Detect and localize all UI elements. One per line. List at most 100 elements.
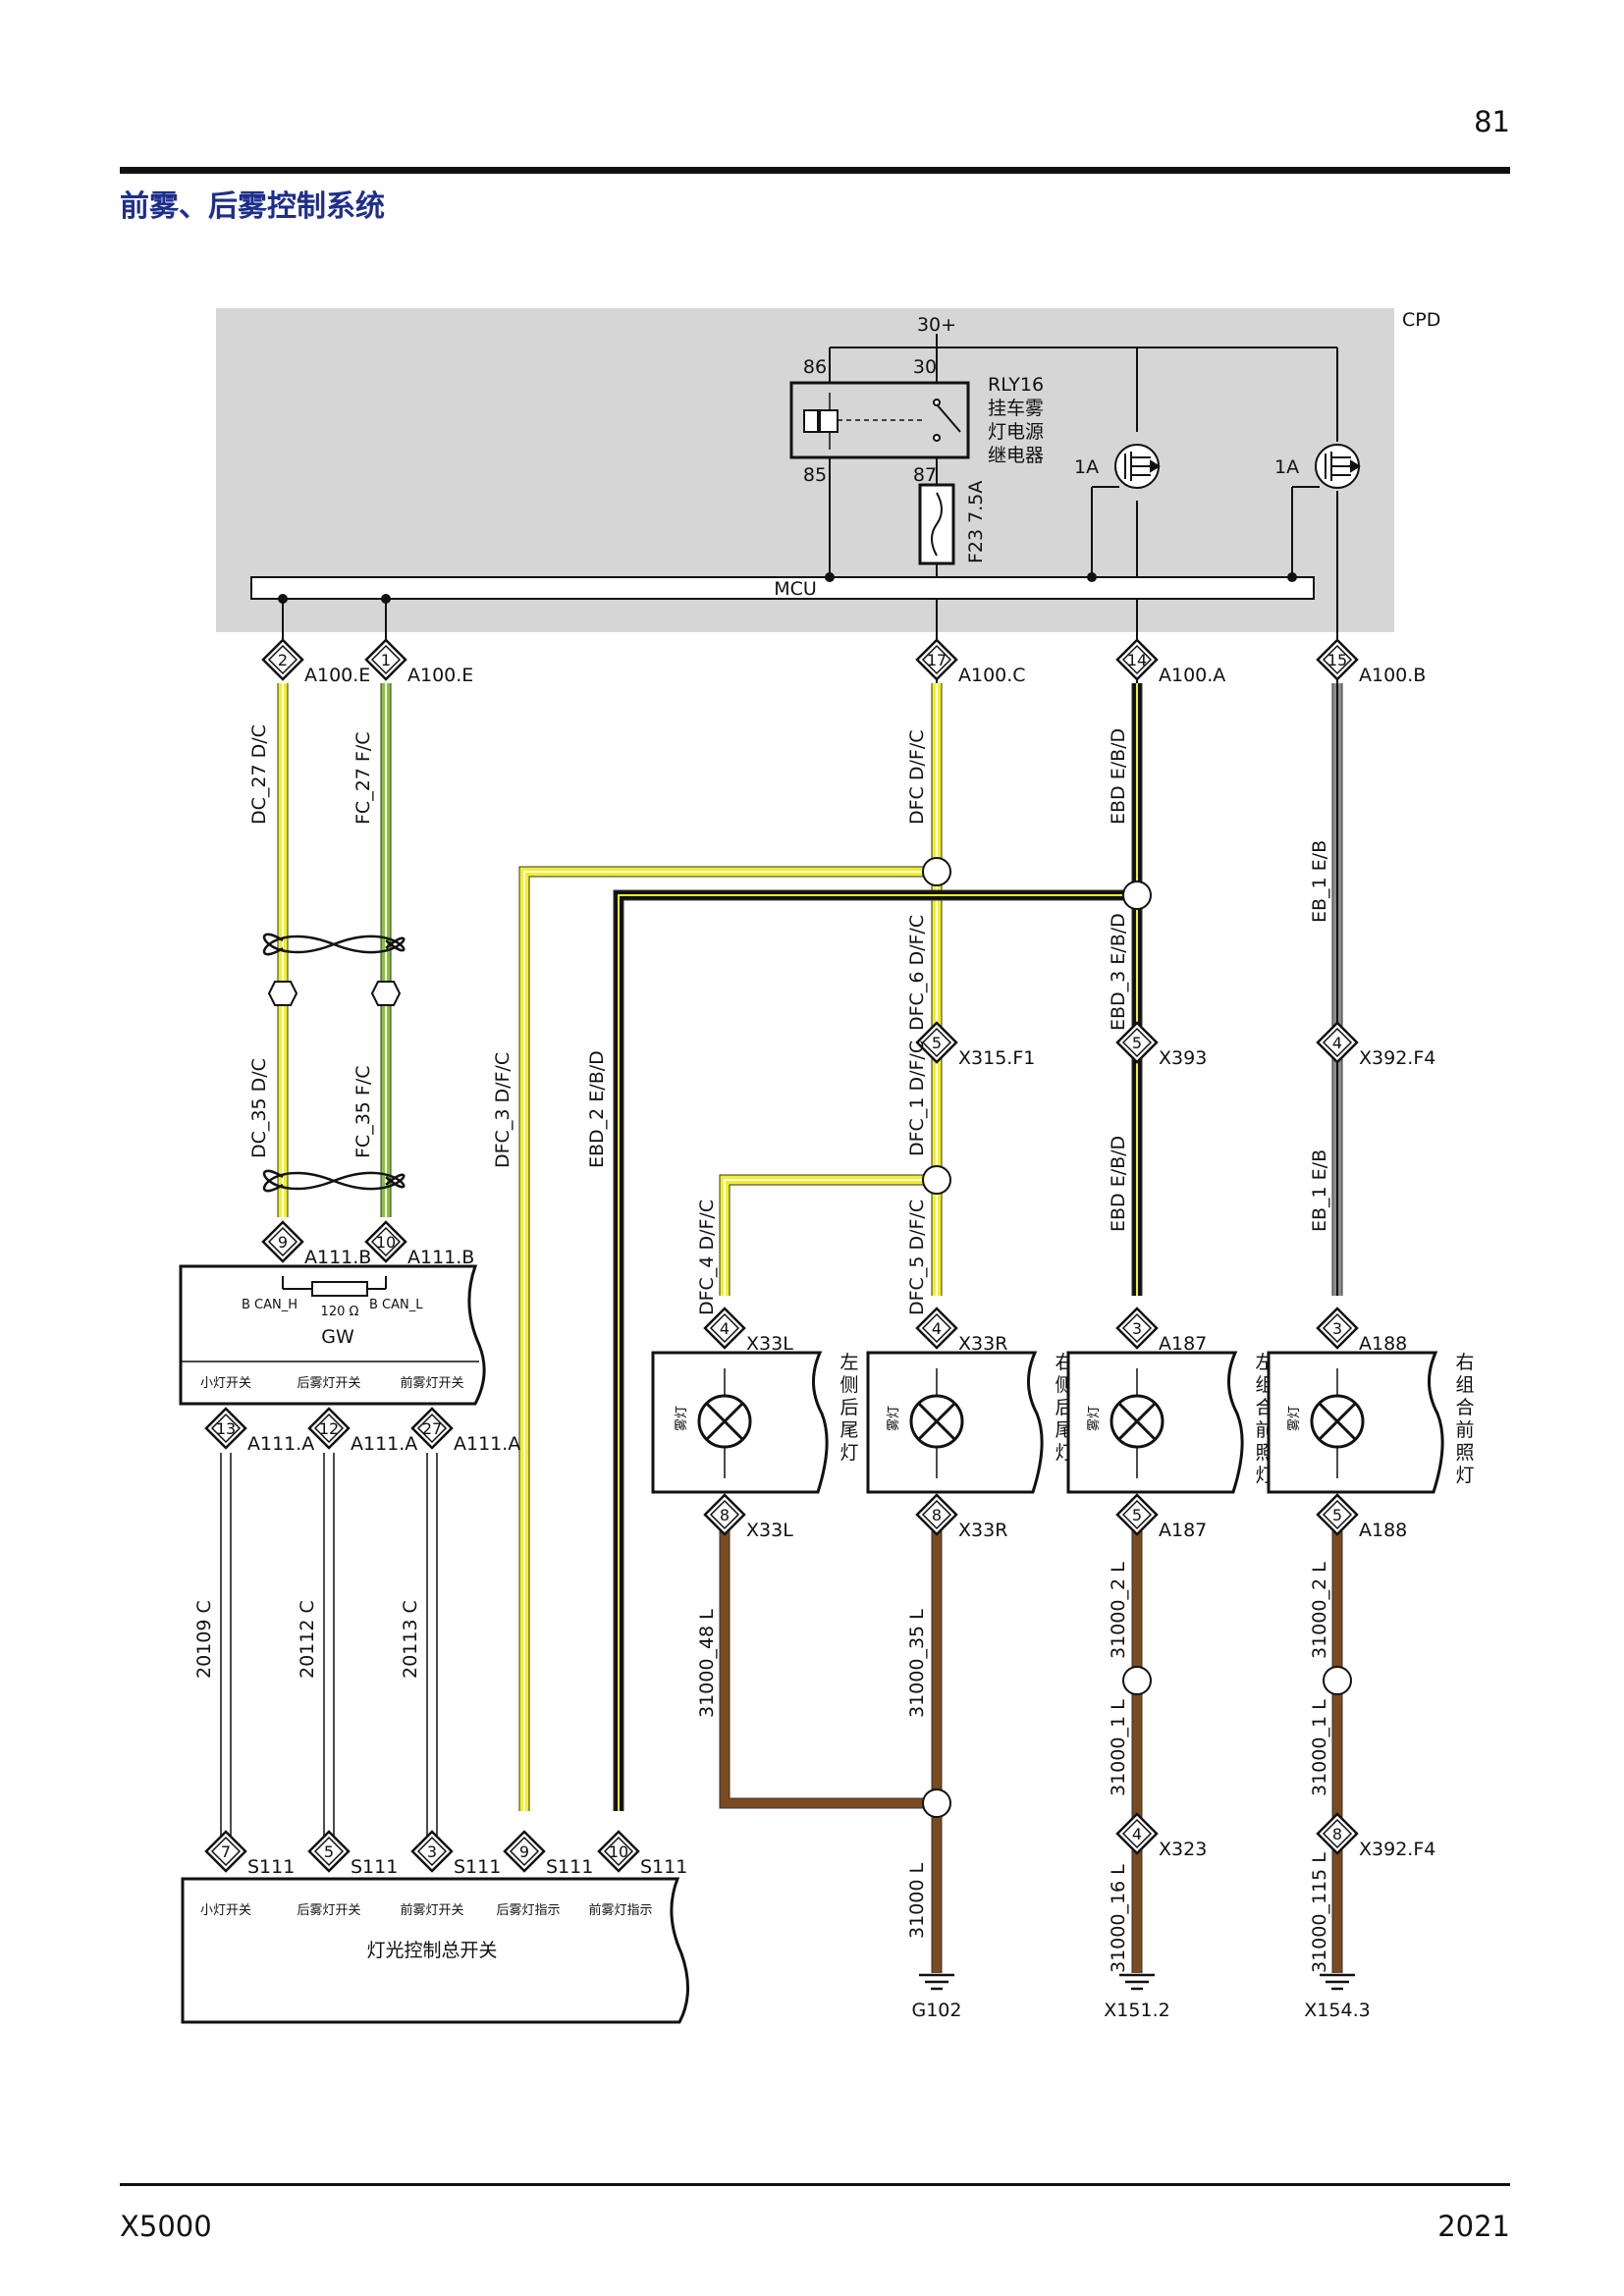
lamp-name-char: 合 (1455, 1397, 1474, 1418)
can-resistor (311, 1281, 368, 1297)
connector-name: A187 (1159, 1520, 1207, 1541)
relay-pin-86: 86 (803, 356, 827, 378)
ground-label: X151.2 (1104, 2000, 1169, 2021)
wire-20109 (220, 1453, 232, 1836)
header-rule (120, 167, 1510, 174)
lamp-name-char: 侧 (839, 1374, 858, 1396)
connector-name: X323 (1159, 1839, 1207, 1860)
connector-pin-number: 17 (927, 651, 947, 669)
footer-year: 2021 (1437, 2210, 1510, 2243)
gw-port-2: 后雾灯开关 (297, 1376, 360, 1391)
connector-pin-number: 9 (519, 1842, 529, 1861)
connector-name: A100.B (1359, 665, 1426, 686)
wire-label: DFC_6 D/F/C (906, 915, 928, 1031)
ground-icon (1119, 1973, 1155, 1991)
junction-node (922, 857, 951, 886)
junction-node (1323, 1666, 1352, 1695)
footer-model: X5000 (120, 2210, 212, 2243)
mcu-label: MCU (774, 578, 817, 600)
switch-port-2: 后雾灯开关 (297, 1903, 360, 1918)
connector-name: X392.F4 (1359, 1047, 1435, 1069)
relay-box (789, 381, 970, 459)
lamp-inner-label: 雾灯 (1287, 1406, 1302, 1431)
lamp-name-char: 左 (839, 1352, 858, 1373)
wire-label: 20109 C (193, 1600, 215, 1679)
connector-name: A188 (1359, 1333, 1407, 1355)
connector-pin-number: 5 (324, 1842, 334, 1861)
relay-pin-85: 85 (803, 464, 827, 486)
connector-name: X33L (746, 1333, 793, 1355)
splice-hexagon (370, 981, 402, 1006)
supply-label: 30+ (917, 314, 956, 336)
ground-icon (919, 1973, 954, 1991)
wire-ebd2 (613, 889, 1137, 1811)
gw-resistor: 120 Ω (321, 1305, 359, 1319)
gw-can-l: B CAN_L (369, 1298, 423, 1312)
lamp-name-char: 照 (1455, 1442, 1474, 1464)
wire-layer (220, 683, 1352, 1973)
connector-name: S111 (351, 1856, 398, 1878)
wire-label: 31000_35 L (906, 1609, 928, 1718)
gw-can-h: B CAN_H (242, 1298, 298, 1312)
connector-pin-number: 3 (1332, 1319, 1342, 1338)
connector-name: S111 (546, 1856, 593, 1878)
connector-name: S111 (640, 1856, 687, 1878)
fet-a-icon (1114, 444, 1161, 489)
splice-hexagon (267, 981, 298, 1006)
relay-contact (936, 403, 961, 433)
connector-name: A187 (1159, 1333, 1207, 1355)
wire-label: DC_35 D/C (248, 1058, 270, 1158)
fet-b-icon (1315, 444, 1361, 489)
wire-label: EBD_2 E/B/D (586, 1050, 608, 1168)
gw-port-1: 小灯开关 (200, 1376, 251, 1391)
connector-name: A100.A (1159, 665, 1225, 686)
junction-node (922, 1165, 951, 1195)
wire-label: EBD_3 E/B/D (1108, 913, 1129, 1031)
wire-label: 31000_2 L (1108, 1562, 1129, 1659)
wire-label: FC_27 F/C (352, 731, 374, 825)
ground-icon (1320, 1973, 1355, 1991)
lamp-inner-label: 雾灯 (1087, 1406, 1102, 1431)
connector-name: X33R (958, 1333, 1007, 1355)
lamp-name-char: 前 (1455, 1419, 1474, 1441)
connector-name: A111.B (407, 1247, 474, 1268)
connector-name: A188 (1359, 1520, 1407, 1541)
connector-pin-number: 5 (1332, 1506, 1342, 1524)
connector-pin-number: 8 (720, 1506, 730, 1524)
wire-label: 31000_2 L (1309, 1562, 1330, 1659)
footer-rule (120, 2183, 1510, 2186)
wire-label: 31000_16 L (1108, 1864, 1129, 1973)
wire-label: 31000_115 L (1309, 1852, 1330, 1973)
wire-label: EB_1 E/B (1309, 1149, 1330, 1232)
wire-label: EB_1 E/B (1309, 840, 1330, 923)
fuse-label: F23 7.5A (965, 481, 987, 563)
relay-pin-87: 87 (913, 464, 937, 486)
mcu-bar (250, 576, 1315, 600)
connector-pin-number: 5 (1132, 1034, 1142, 1052)
wire-label: DFC_4 D/F/C (696, 1200, 718, 1315)
connector-pin-number: 13 (216, 1419, 236, 1438)
fuse-element (931, 492, 943, 557)
page-number: 81 (1474, 105, 1510, 138)
lamp-name-char: 右 (1455, 1352, 1474, 1373)
wire-label: 31000_1 L (1108, 1699, 1129, 1796)
switch-label: 灯光控制总开关 (366, 1940, 497, 1961)
lamp-name-char: 灯 (839, 1442, 858, 1464)
wire-label: DFC_1 D/F/C (906, 1041, 928, 1156)
connector-name: X393 (1159, 1047, 1207, 1069)
